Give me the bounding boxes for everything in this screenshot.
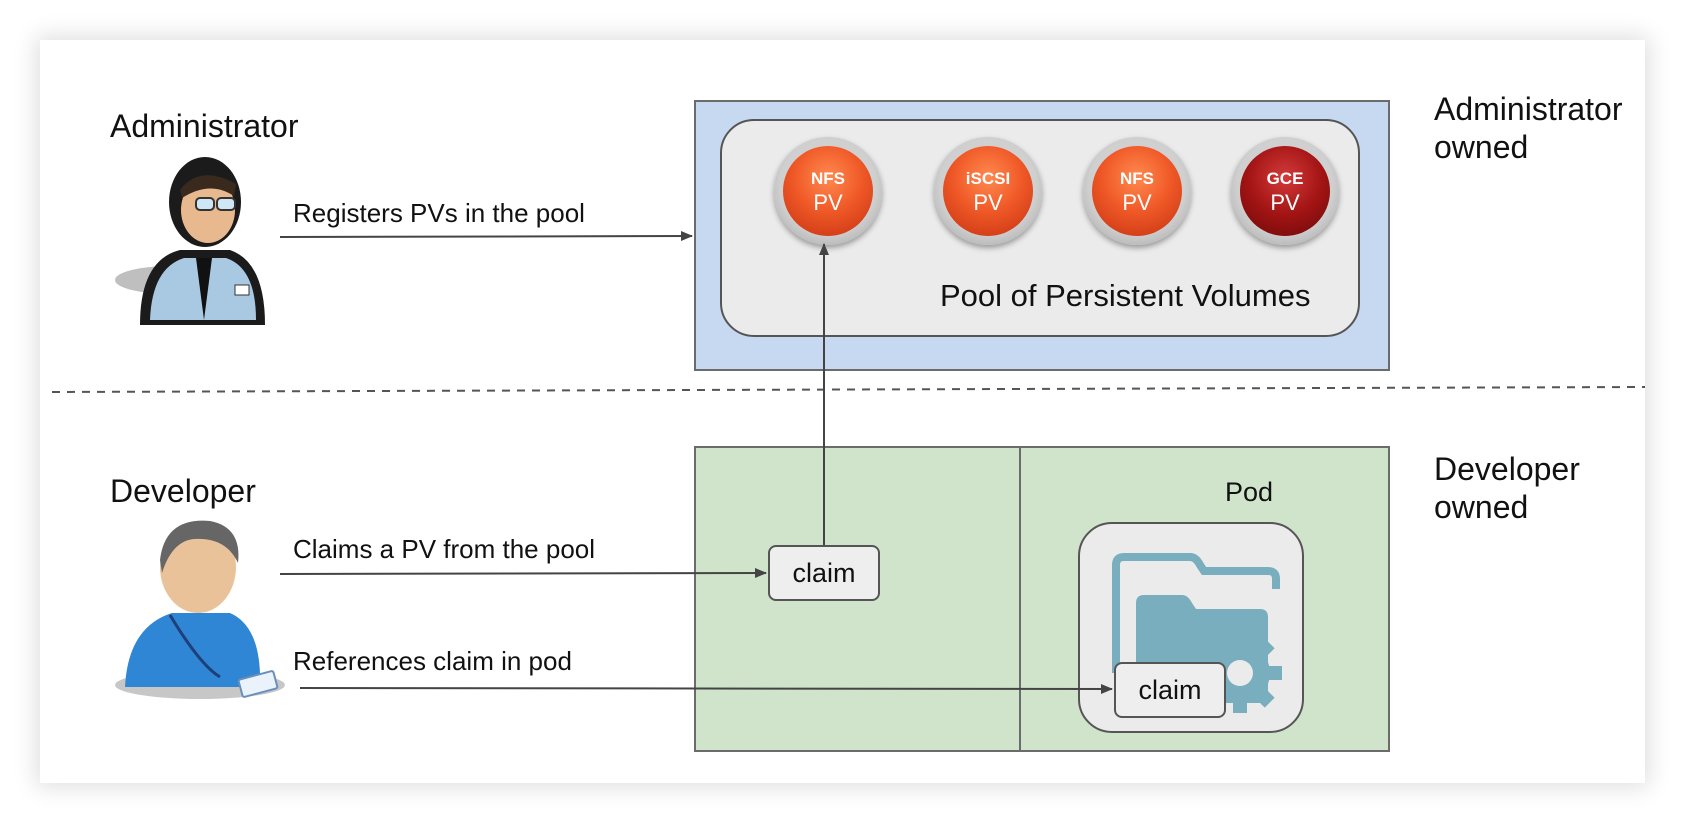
pv-label: PV — [1270, 190, 1300, 215]
admin-owned-line2: owned — [1434, 129, 1529, 165]
claim-box: claim — [768, 545, 880, 601]
admin-owned-label: Administrator owned — [1434, 90, 1623, 166]
pv-nfs-2: NFS PV — [1083, 137, 1191, 245]
claims-arrow — [279, 568, 767, 579]
administrator-icon — [115, 157, 265, 325]
pv-iscsi: iSCSI PV — [934, 137, 1042, 245]
developer-owned-label: Developer owned — [1434, 450, 1580, 526]
references-arrow — [299, 683, 1113, 694]
dev-owned-line2: owned — [1434, 489, 1529, 525]
dev-owned-line1: Developer — [1434, 451, 1580, 487]
pool-label: Pool of Persistent Volumes — [940, 278, 1311, 313]
pv-gce: GCE PV — [1231, 137, 1339, 245]
pv-label: PV — [813, 190, 843, 215]
registers-label: Registers PVs in the pool — [293, 198, 585, 228]
ownership-divider — [51, 386, 1646, 393]
registers-arrow — [279, 231, 693, 242]
pv-type-label: iSCSI — [965, 169, 1011, 188]
pv-type-label: GCE — [1266, 169, 1304, 188]
pv-type-label: NFS — [1120, 169, 1154, 188]
developer-label: Developer — [110, 473, 256, 509]
developer-icon — [115, 520, 285, 699]
administrator-label: Administrator — [110, 108, 299, 144]
pod-claim-box: claim — [1114, 662, 1226, 718]
pv-type-label: NFS — [811, 169, 845, 188]
claims-label: Claims a PV from the pool — [293, 534, 596, 564]
admin-owned-line1: Administrator — [1434, 91, 1623, 127]
pv-label: PV — [973, 190, 1003, 215]
area-divider — [1019, 446, 1021, 752]
pv-label: PV — [1122, 190, 1152, 215]
references-label: References claim in pod — [293, 646, 572, 676]
pod-label: Pod — [1225, 477, 1274, 507]
pv-nfs-1: NFS PV — [774, 137, 882, 245]
